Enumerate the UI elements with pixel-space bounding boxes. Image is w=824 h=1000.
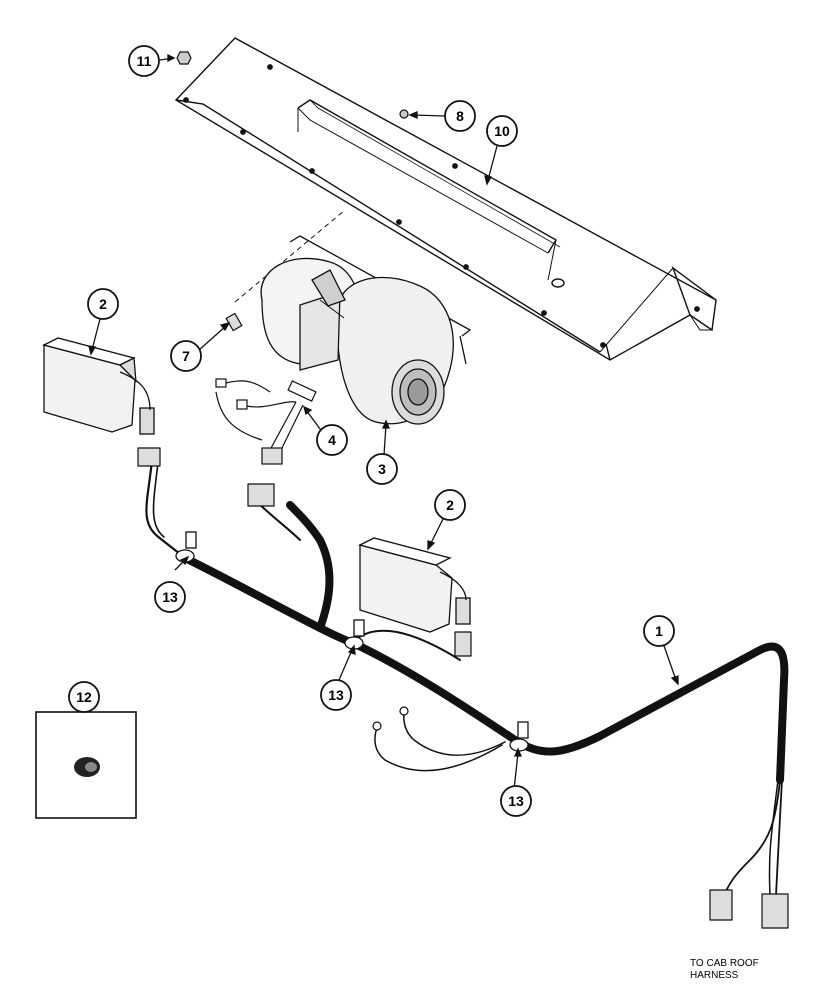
hardware-nut-8 <box>399 109 409 119</box>
callout-13b: 13 <box>320 679 352 711</box>
callout-8: 8 <box>444 100 476 132</box>
svg-text:13: 13 <box>328 687 344 703</box>
callout-1: 1 <box>643 615 675 647</box>
module-box-upper <box>42 337 155 435</box>
module-box-lower <box>358 537 471 633</box>
svg-text:13: 13 <box>508 793 524 809</box>
note-line-1: TO CAB ROOF <box>690 958 759 969</box>
inset-panel <box>35 711 137 819</box>
callout-2b: 2 <box>434 489 466 521</box>
note-line-2: HARNESS <box>690 970 739 981</box>
svg-text:8: 8 <box>456 108 464 124</box>
svg-text:3: 3 <box>378 461 386 477</box>
callout-2a: 2 <box>87 288 119 320</box>
leader-arrows <box>88 53 679 791</box>
svg-text:13: 13 <box>162 589 178 605</box>
callout-12: 12 <box>68 681 100 713</box>
callout-11: 11 <box>128 45 160 77</box>
svg-text:4: 4 <box>328 432 336 448</box>
cab-roof-note: TO CAB ROOF HARNESS <box>690 958 759 981</box>
resistor-assembly <box>215 378 317 465</box>
callout-10: 10 <box>486 115 518 147</box>
hardware-screw-7 <box>225 312 243 332</box>
callout-13a: 13 <box>154 581 186 613</box>
svg-text:10: 10 <box>494 123 510 139</box>
mounting-panel <box>174 37 717 361</box>
svg-text:11: 11 <box>137 53 152 69</box>
callout-7: 7 <box>170 340 202 372</box>
svg-text:12: 12 <box>76 689 92 705</box>
blower-assembly <box>260 235 472 425</box>
callout-3: 3 <box>366 453 398 485</box>
svg-text:2: 2 <box>446 497 454 513</box>
svg-text:2: 2 <box>99 296 107 312</box>
svg-text:7: 7 <box>182 348 190 364</box>
wiring-harness <box>137 447 789 929</box>
svg-text:1: 1 <box>655 623 663 639</box>
callout-4: 4 <box>316 424 348 456</box>
callout-13c: 13 <box>500 785 532 817</box>
hardware-nut-11 <box>176 51 192 65</box>
harness-clips <box>175 531 529 752</box>
